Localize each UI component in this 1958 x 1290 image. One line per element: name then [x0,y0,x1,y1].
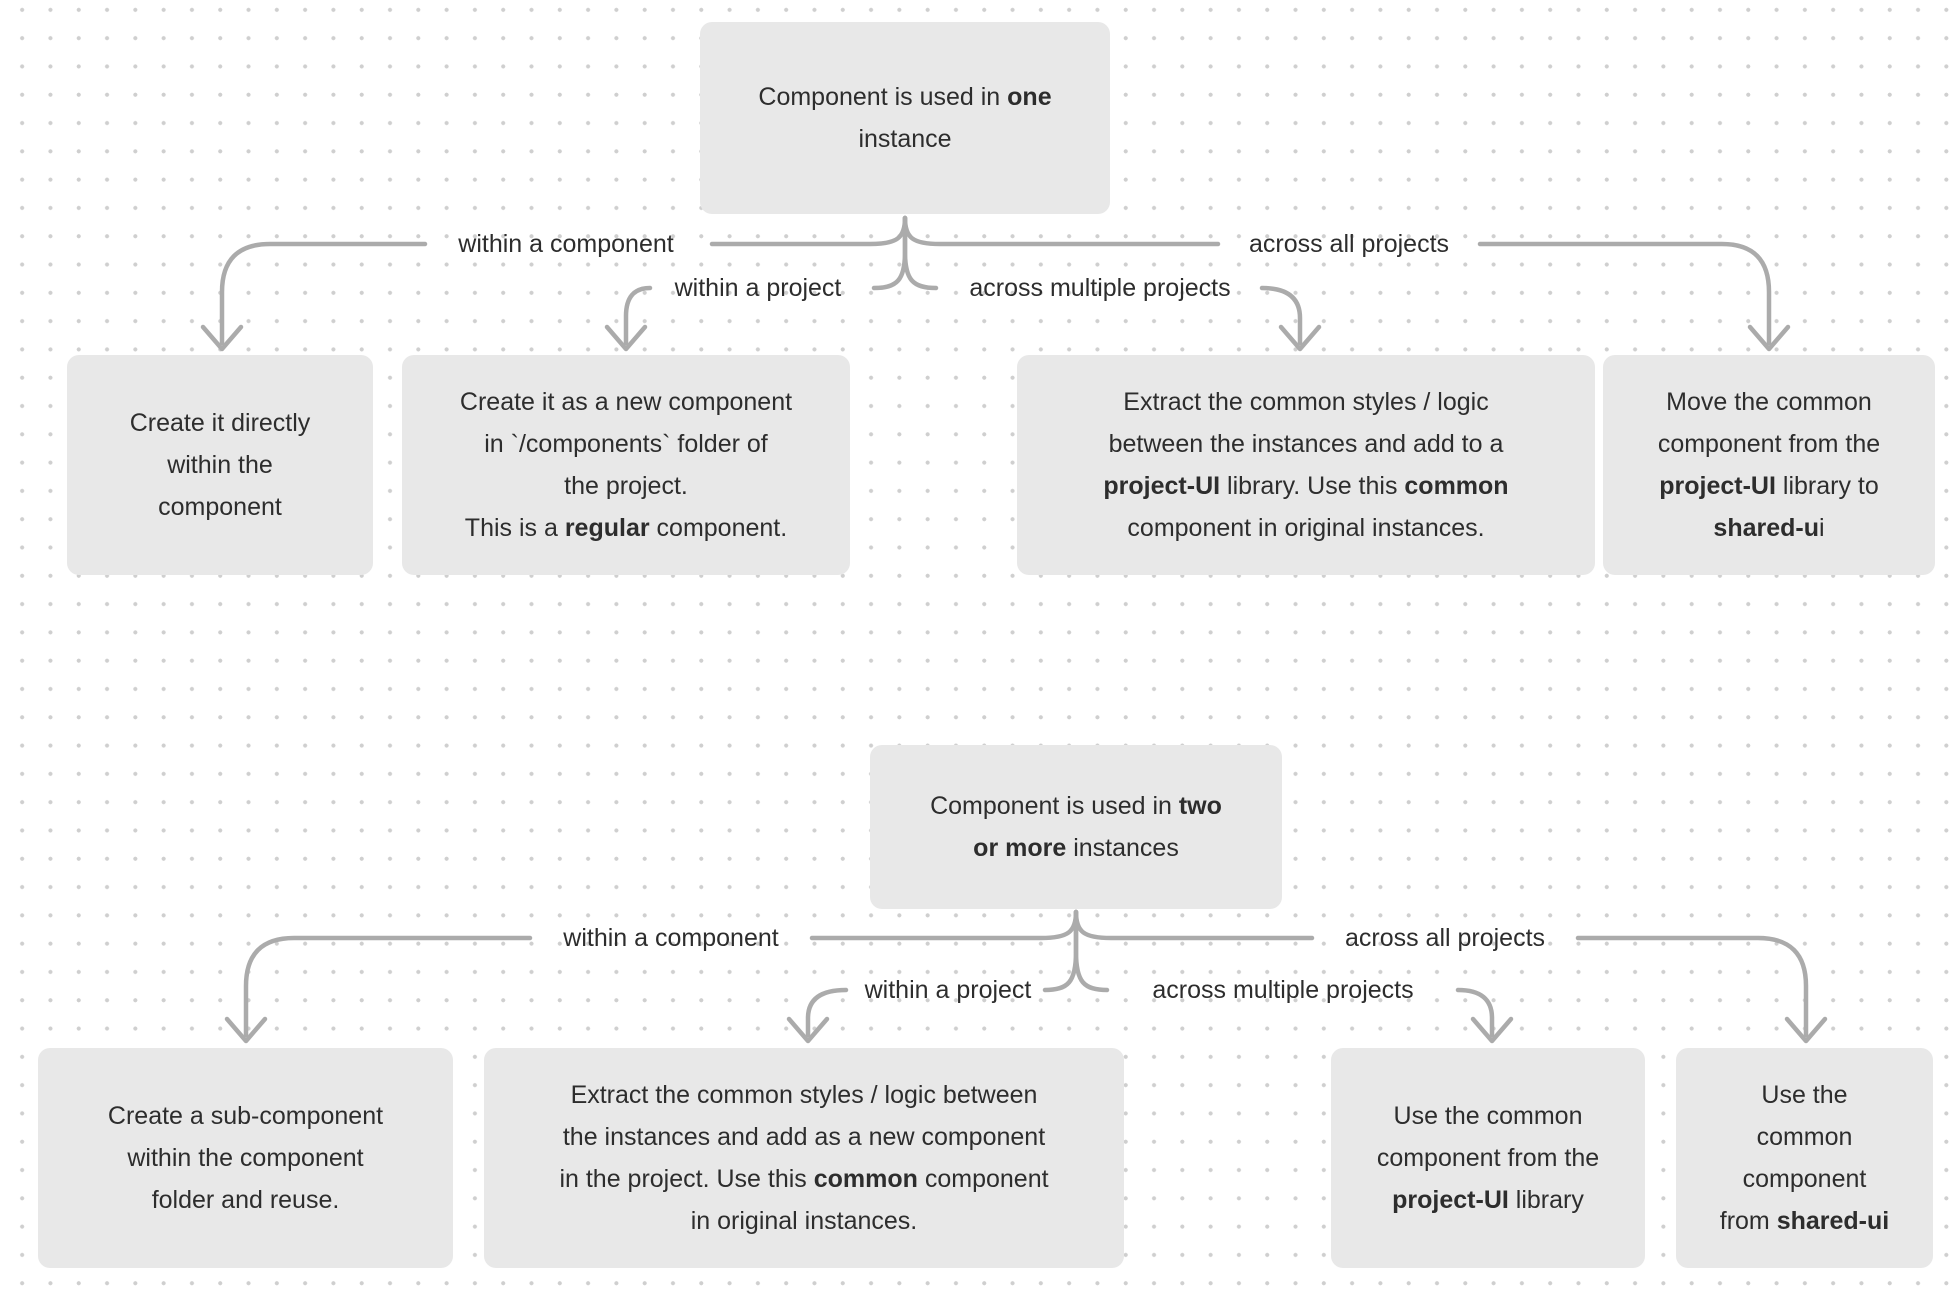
edge-one-within-project-segment-1 [871,215,908,291]
node-root-one-instance: Component is used in one instance [700,22,1110,214]
node-use-from-project-ui: Use the common component from the project-… [1331,1048,1645,1268]
node-root-two-or-more: Component is used in two or more instance… [870,745,1282,909]
node-text-line: component [1742,1165,1867,1193]
node-text-line: in `/components` folder of [484,430,768,458]
node-text-line: Create a sub-component [107,1102,384,1130]
node-text-line: Component is used in two [930,792,1222,820]
node-text-line: This is a regular component. [464,514,788,542]
node-text-line: between the instances and add to a [1108,430,1504,458]
node-text-line: Extract the common styles / logic betwee… [570,1081,1038,1109]
edge-one-within-component-segment-1 [709,215,908,247]
edge-two-within-project-segment-2 [805,987,849,1038]
node-create-new-component: Create it as a new component in `/compone… [402,355,850,575]
node-text-line: project-UI library. Use this common [1103,472,1509,500]
arrowhead-icon-one-within-component [200,324,244,352]
edge-label-t1-within-project: within a project [674,274,842,302]
edge-label-t2-across-all: across all projects [1344,924,1546,952]
arrowhead-icon-one-across-multiple [1278,324,1322,352]
node-extract-to-project-ui: Extract the common styles / logic between… [1017,355,1595,575]
node-text-line: common [1756,1123,1853,1151]
node-text-line: folder and reuse. [151,1186,340,1214]
node-move-to-shared-ui: Move the common component from the project… [1603,355,1935,575]
node-text-line: in original instances. [690,1207,918,1235]
edge-label-t2-within-project: within a project [864,976,1032,1004]
edge-two-within-project-segment-1 [1042,909,1079,993]
node-text-line: Component is used in one [758,83,1052,111]
edge-one-within-component-segment-2 [219,241,428,346]
node-text-line: shared-ui [1713,514,1825,542]
node-text-line: Move the common [1666,388,1872,416]
arrowhead-icon-two-within-project [786,1016,830,1044]
node-create-directly: Create it directly within the component [67,355,373,575]
edge-label-t2-across-multiple: across multiple projects [1152,976,1414,1004]
arrowhead-icon-one-across-all [1747,324,1791,352]
node-text-line: the instances and add as a new component [562,1123,1046,1151]
node-use-from-shared-ui: Use the common component from shared-ui [1676,1048,1933,1268]
edge-two-across-all-segment-2 [1575,935,1809,1038]
edge-label-t1-within-component: within a component [458,230,674,258]
node-text-line: Create it directly [129,409,311,437]
node-text-line: from shared-ui [1719,1207,1890,1235]
node-text-line: Extract the common styles / logic [1123,388,1489,416]
edge-two-within-component-segment-1 [809,909,1079,941]
node-text-line: in the project. Use this common componen… [559,1165,1049,1193]
node-text-line: Use the common [1393,1102,1583,1130]
node-text-line: or more instances [973,834,1179,862]
edge-one-across-multiple-segment-2 [1259,285,1303,346]
edge-one-across-all-segment-2 [1477,241,1772,346]
node-text-line: component [158,493,282,521]
node-text-line: within the [167,451,273,479]
edge-two-across-all-segment-1 [1073,909,1315,941]
edge-two-within-component-segment-2 [243,935,533,1038]
node-text-line: project-UI library [1392,1186,1584,1214]
node-text-line: project-UI library to [1659,472,1879,500]
arrowhead-icon-two-within-component [224,1016,268,1044]
edge-label-t1-across-all: across all projects [1248,230,1450,258]
edge-one-across-multiple-segment-1 [902,215,939,291]
node-text-line: component in original instances. [1127,514,1485,542]
arrowhead-icon-two-across-all [1784,1016,1828,1044]
node-text-line: instance [858,125,952,153]
arrowhead-icon-two-across-multiple [1470,1016,1514,1044]
node-text-line: Create it as a new component [459,388,793,416]
node-text-line: Use the [1761,1081,1848,1109]
node-text-line: within the component [127,1144,364,1172]
node-extract-new-component-in-project: Extract the common styles / logic betwee… [484,1048,1124,1268]
node-create-sub-component: Create a sub-component within the compone… [38,1048,453,1268]
edge-label-t2-within-component: within a component [563,924,779,952]
arrowhead-icon-one-within-project [604,324,648,352]
node-text-line: the project. [564,472,688,500]
edge-one-within-project-segment-2 [623,285,653,346]
edge-label-t1-across-multiple: across multiple projects [969,274,1231,302]
edge-one-across-all-segment-1 [902,215,1221,247]
edge-two-across-multiple-segment-2 [1455,987,1495,1038]
node-text-line: component from the [1657,430,1881,458]
node-text-line: component from the [1376,1144,1600,1172]
edge-two-across-multiple-segment-1 [1073,909,1110,993]
